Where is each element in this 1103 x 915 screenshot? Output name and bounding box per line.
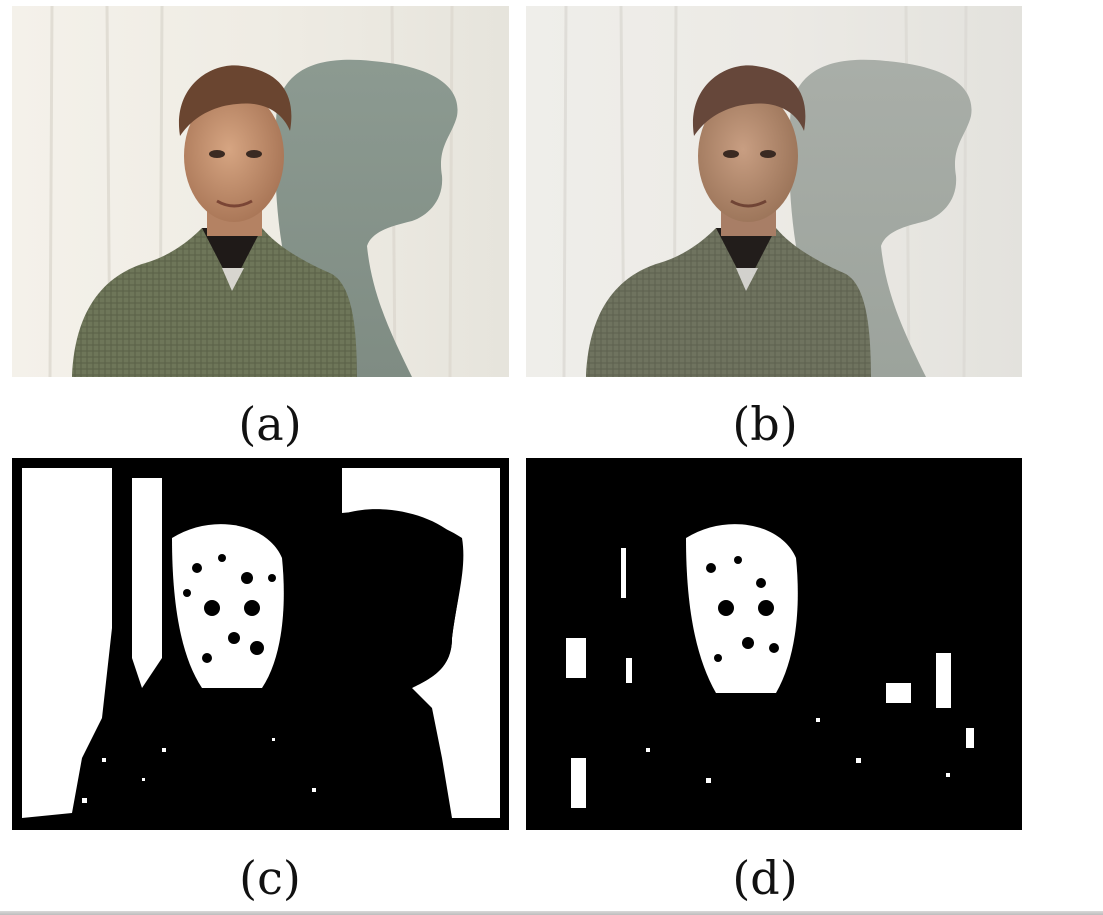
caption-c: (c) (239, 851, 301, 905)
caption-a: (a) (238, 397, 302, 451)
face (184, 90, 284, 222)
caption-b: (b) (732, 397, 798, 451)
photo-shadow-removed (526, 6, 1022, 377)
photo-original (12, 6, 509, 377)
shirt (586, 228, 871, 377)
hair (178, 65, 292, 136)
face (698, 90, 798, 222)
hair (692, 65, 806, 136)
caption-d: (d) (732, 851, 798, 905)
binary-mask-c (12, 458, 509, 830)
bottom-divider (0, 911, 1103, 915)
shirt (72, 228, 357, 377)
binary-mask-d (526, 458, 1022, 830)
